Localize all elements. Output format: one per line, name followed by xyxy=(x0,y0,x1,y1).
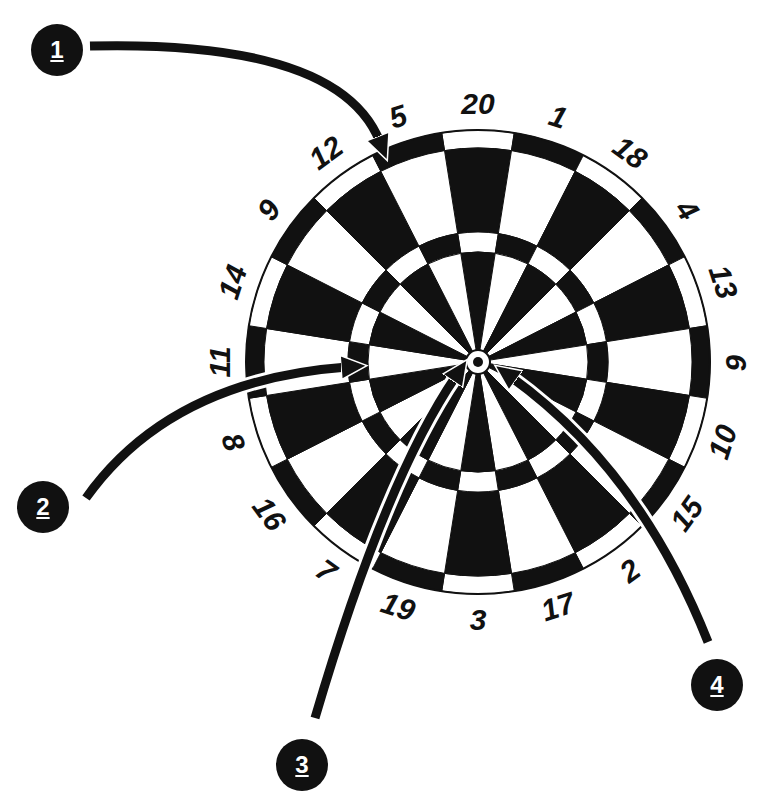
callout-circle: 3 xyxy=(276,739,328,791)
outer-single-segment xyxy=(594,265,690,342)
segment-number: 15 xyxy=(665,491,709,536)
arrow-outline xyxy=(315,376,456,718)
triple-ring-segment xyxy=(587,342,608,383)
segment-number: 11 xyxy=(205,346,235,377)
bullseye xyxy=(473,357,483,367)
callout-disc-shape xyxy=(31,24,83,76)
callout-number: 2 xyxy=(17,481,69,533)
pointer-arrow xyxy=(315,376,456,718)
segment-number: 13 xyxy=(704,262,743,303)
pointer-arrow xyxy=(511,377,708,642)
outer-single-segment xyxy=(498,478,575,574)
outer-single-segment xyxy=(267,382,363,459)
callout-circle: 4 xyxy=(691,659,743,711)
inner-single-segment xyxy=(428,253,476,351)
triple-ring-segment xyxy=(458,232,499,253)
segment-number: 10 xyxy=(704,421,743,462)
segment-number: 20 xyxy=(461,89,494,119)
segment-number: 17 xyxy=(537,588,578,627)
segment-number: 16 xyxy=(247,491,291,536)
segment-number: 5 xyxy=(386,100,411,134)
inner-single xyxy=(368,252,588,472)
segment-number: 3 xyxy=(470,605,487,635)
callout-circle: 2 xyxy=(17,481,69,533)
segment-number: 18 xyxy=(607,131,652,175)
segment-number: 19 xyxy=(378,588,419,627)
arrow-outline xyxy=(511,377,708,642)
segment-number: 9 xyxy=(252,195,286,226)
pointer-arrow xyxy=(90,46,380,142)
segment-number: 4 xyxy=(670,195,704,226)
outer-single-segment xyxy=(381,151,458,247)
callout-number: 1 xyxy=(31,24,83,76)
callout-number: 3 xyxy=(276,739,328,791)
triple-ring-segment xyxy=(458,471,499,492)
callout-disc-shape xyxy=(691,659,743,711)
segment-number: 6 xyxy=(721,354,751,371)
segment-number: 7 xyxy=(311,554,342,588)
segment-number: 12 xyxy=(304,131,349,175)
callout-circle: 1 xyxy=(31,24,83,76)
segment-number: 8 xyxy=(216,429,250,454)
pointer-arrows xyxy=(86,46,708,718)
segment-number: 14 xyxy=(213,262,252,303)
callout-number: 4 xyxy=(691,659,743,711)
callout-disc-shape xyxy=(276,739,328,791)
segment-number: 2 xyxy=(614,554,645,588)
arrow-outline xyxy=(86,367,347,498)
triple-ring xyxy=(348,232,608,492)
segment-number: 1 xyxy=(545,100,570,134)
arrow-outline xyxy=(90,46,380,142)
pointer-arrow xyxy=(86,367,347,498)
callout-disc-shape xyxy=(17,481,69,533)
bull xyxy=(466,350,490,374)
